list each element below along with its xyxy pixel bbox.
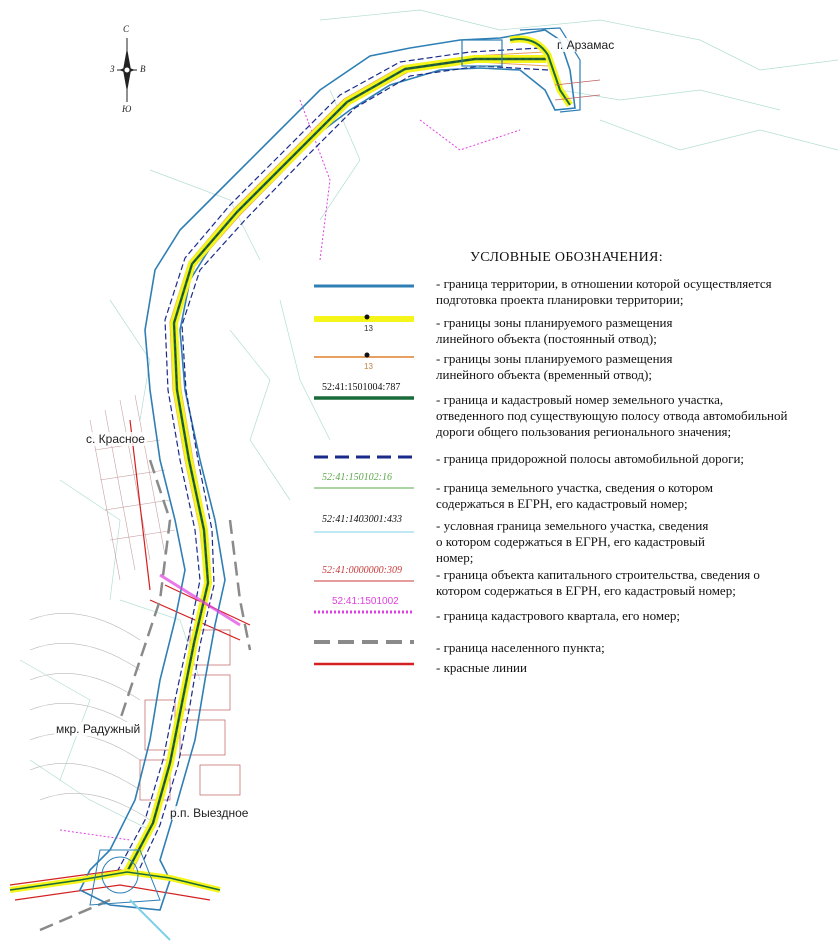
legend-code-land-parcel: 52:41:150102:16 <box>322 472 392 483</box>
legend-code-road-strip: 52:41:1501004:787 <box>322 382 401 393</box>
legend-text-planning-territory: - граница территории, в отношении которо… <box>436 276 772 307</box>
legend-sample-cadastral-quarter: 52:41:1501002 <box>310 596 418 626</box>
compass-west: З <box>110 64 115 74</box>
red-lines <box>9 419 251 901</box>
legend-sample-capital-object: 52:41:0000000:309 <box>310 565 418 595</box>
legend-text-permanent-zone: - границы зоны планируемого размещения л… <box>436 315 673 346</box>
legend-text-temporary-zone: - границы зоны планируемого размещения л… <box>436 351 673 382</box>
arzamas-junction <box>461 27 601 113</box>
legend-marker-temporary: 13 <box>364 362 373 371</box>
legend: УСЛОВНЫЕ ОБОЗНАЧЕНИЯ: - граница территор… <box>310 248 838 688</box>
legend-sample-settlement-boundary <box>310 634 418 664</box>
cadastral-quarter-boundary <box>59 99 521 841</box>
legend-sample-red-lines <box>310 656 418 686</box>
roadside-strip <box>117 47 549 873</box>
place-krasnoe: с. Красное <box>84 432 147 446</box>
legend-text-settlement-boundary: - граница населенного пункта; <box>436 640 605 655</box>
planning-territory-boundary <box>78 29 576 911</box>
background-parcels <box>19 9 838 831</box>
settlement-parcels-krasnoe <box>89 394 176 581</box>
compass-rose <box>117 38 137 102</box>
legend-title: УСЛОВНЫЕ ОБОЗНАЧЕНИЯ: <box>470 250 663 265</box>
legend-text-roadside-strip: - граница придорожной полосы автомобильн… <box>436 451 745 466</box>
legend-text-capital-object: - граница объекта капитального строитель… <box>436 567 760 598</box>
compass-east: В <box>140 64 146 74</box>
road-centerline <box>126 58 546 873</box>
legend-sample-conditional-parcel: 52:41:1403001:433 <box>310 514 418 544</box>
vyezdnoe-junction <box>9 573 241 941</box>
settlement-parcels-raduzhny <box>29 613 151 821</box>
place-raduzhny: мкр. Радужный <box>54 722 143 736</box>
legend-sample-planning-territory <box>310 274 418 304</box>
legend-code-cadastral-quarter: 52:41:1501002 <box>332 596 399 607</box>
legend-sample-temporary-zone: 13 <box>310 347 418 377</box>
legend-text-land-parcel: - граница земельного участка, сведения о… <box>436 480 713 511</box>
place-arzamas: г. Арзамас <box>555 38 617 52</box>
legend-text-cadastral-quarter: - граница кадастрового квартала, его ном… <box>436 608 680 623</box>
settlement-boundary <box>39 459 252 932</box>
compass-north: С <box>123 24 130 34</box>
legend-sample-land-parcel: 52:41:150102:16 <box>310 472 418 502</box>
legend-sample-permanent-zone: 13 <box>310 311 418 341</box>
place-vyezdnoe: р.п. Выездное <box>168 806 251 820</box>
legend-code-capital-object: 52:41:0000000:309 <box>322 565 402 576</box>
legend-sample-road-strip: 52:41:1501004:787 <box>310 382 418 412</box>
legend-sample-roadside-strip <box>310 447 418 477</box>
legend-marker-permanent: 13 <box>364 324 373 333</box>
legend-text-conditional-parcel: - условная граница земельного участка, с… <box>436 518 709 565</box>
legend-text-road-strip: - граница и кадастровый номер земельного… <box>436 392 788 439</box>
compass-south: Ю <box>122 104 132 114</box>
legend-code-conditional-parcel: 52:41:1403001:433 <box>322 514 402 525</box>
legend-text-red-lines: - красные линии <box>436 660 527 675</box>
